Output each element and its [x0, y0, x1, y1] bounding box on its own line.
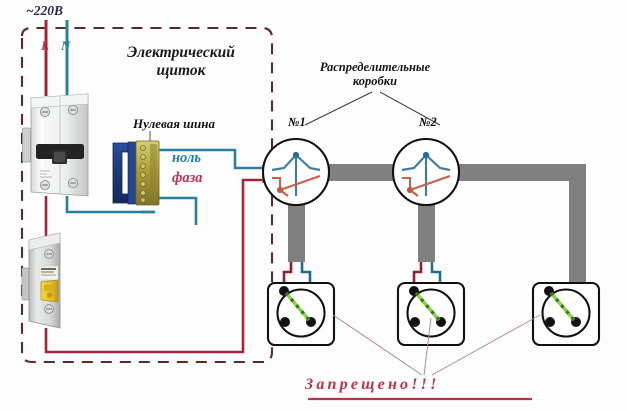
cable-conduit-runs — [262, 164, 586, 286]
panel-title: Электрический щиток — [96, 44, 266, 80]
socket-pin-left — [280, 317, 290, 327]
supply-leads — [44, 20, 69, 96]
breaker-terminals-bottom — [39, 177, 79, 191]
single-pole-rcbo — [21, 232, 61, 329]
socket-outlet-3 — [531, 281, 601, 347]
phase-wire-label: фаза — [172, 170, 203, 186]
socket-outlet-1 — [266, 262, 336, 347]
junction-box-1 — [261, 137, 331, 207]
junction-boxes-label-line2: коробки — [352, 74, 398, 89]
breaker-printed-marking — [40, 170, 52, 178]
warning-leader-lines — [332, 314, 541, 376]
junction-box-2 — [391, 137, 461, 207]
bus-bar-label: Нулевая шина — [133, 116, 215, 131]
line-conductor-label: L — [41, 38, 49, 53]
panel-title-line1: Электрический — [127, 44, 235, 61]
neutral-wire-label: ноль — [172, 150, 202, 166]
junction-boxes-label-line1: Распределительные — [319, 60, 431, 74]
socket-pin-left — [410, 317, 420, 327]
neutral-distribution-wires — [140, 148, 272, 225]
double-pole-circuit-breaker — [22, 93, 89, 197]
neutral-conductor-label: N — [61, 38, 71, 53]
junction-boxes-label: Распределительные коробки — [282, 60, 468, 89]
neutral-bus-bar — [112, 131, 160, 206]
panel-enclosure-border — [20, 26, 274, 364]
socket-outlet-2 — [396, 262, 466, 347]
socket-pin-left — [545, 317, 555, 327]
junction-box-1-label: №1 — [288, 115, 306, 129]
breaker-terminals-top — [39, 104, 79, 118]
junction-box-leader-lines — [304, 91, 441, 126]
bus-bar-terminal-screws — [140, 144, 157, 203]
supply-voltage-label: ~220B — [26, 3, 63, 18]
breaker-output-wires — [44, 196, 155, 243]
phase-distribution-wire — [44, 178, 270, 354]
warning-label: Запрещено!!! — [305, 376, 440, 393]
panel-title-line2: щиток — [156, 61, 206, 79]
junction-box-2-label: №2 — [419, 115, 437, 129]
